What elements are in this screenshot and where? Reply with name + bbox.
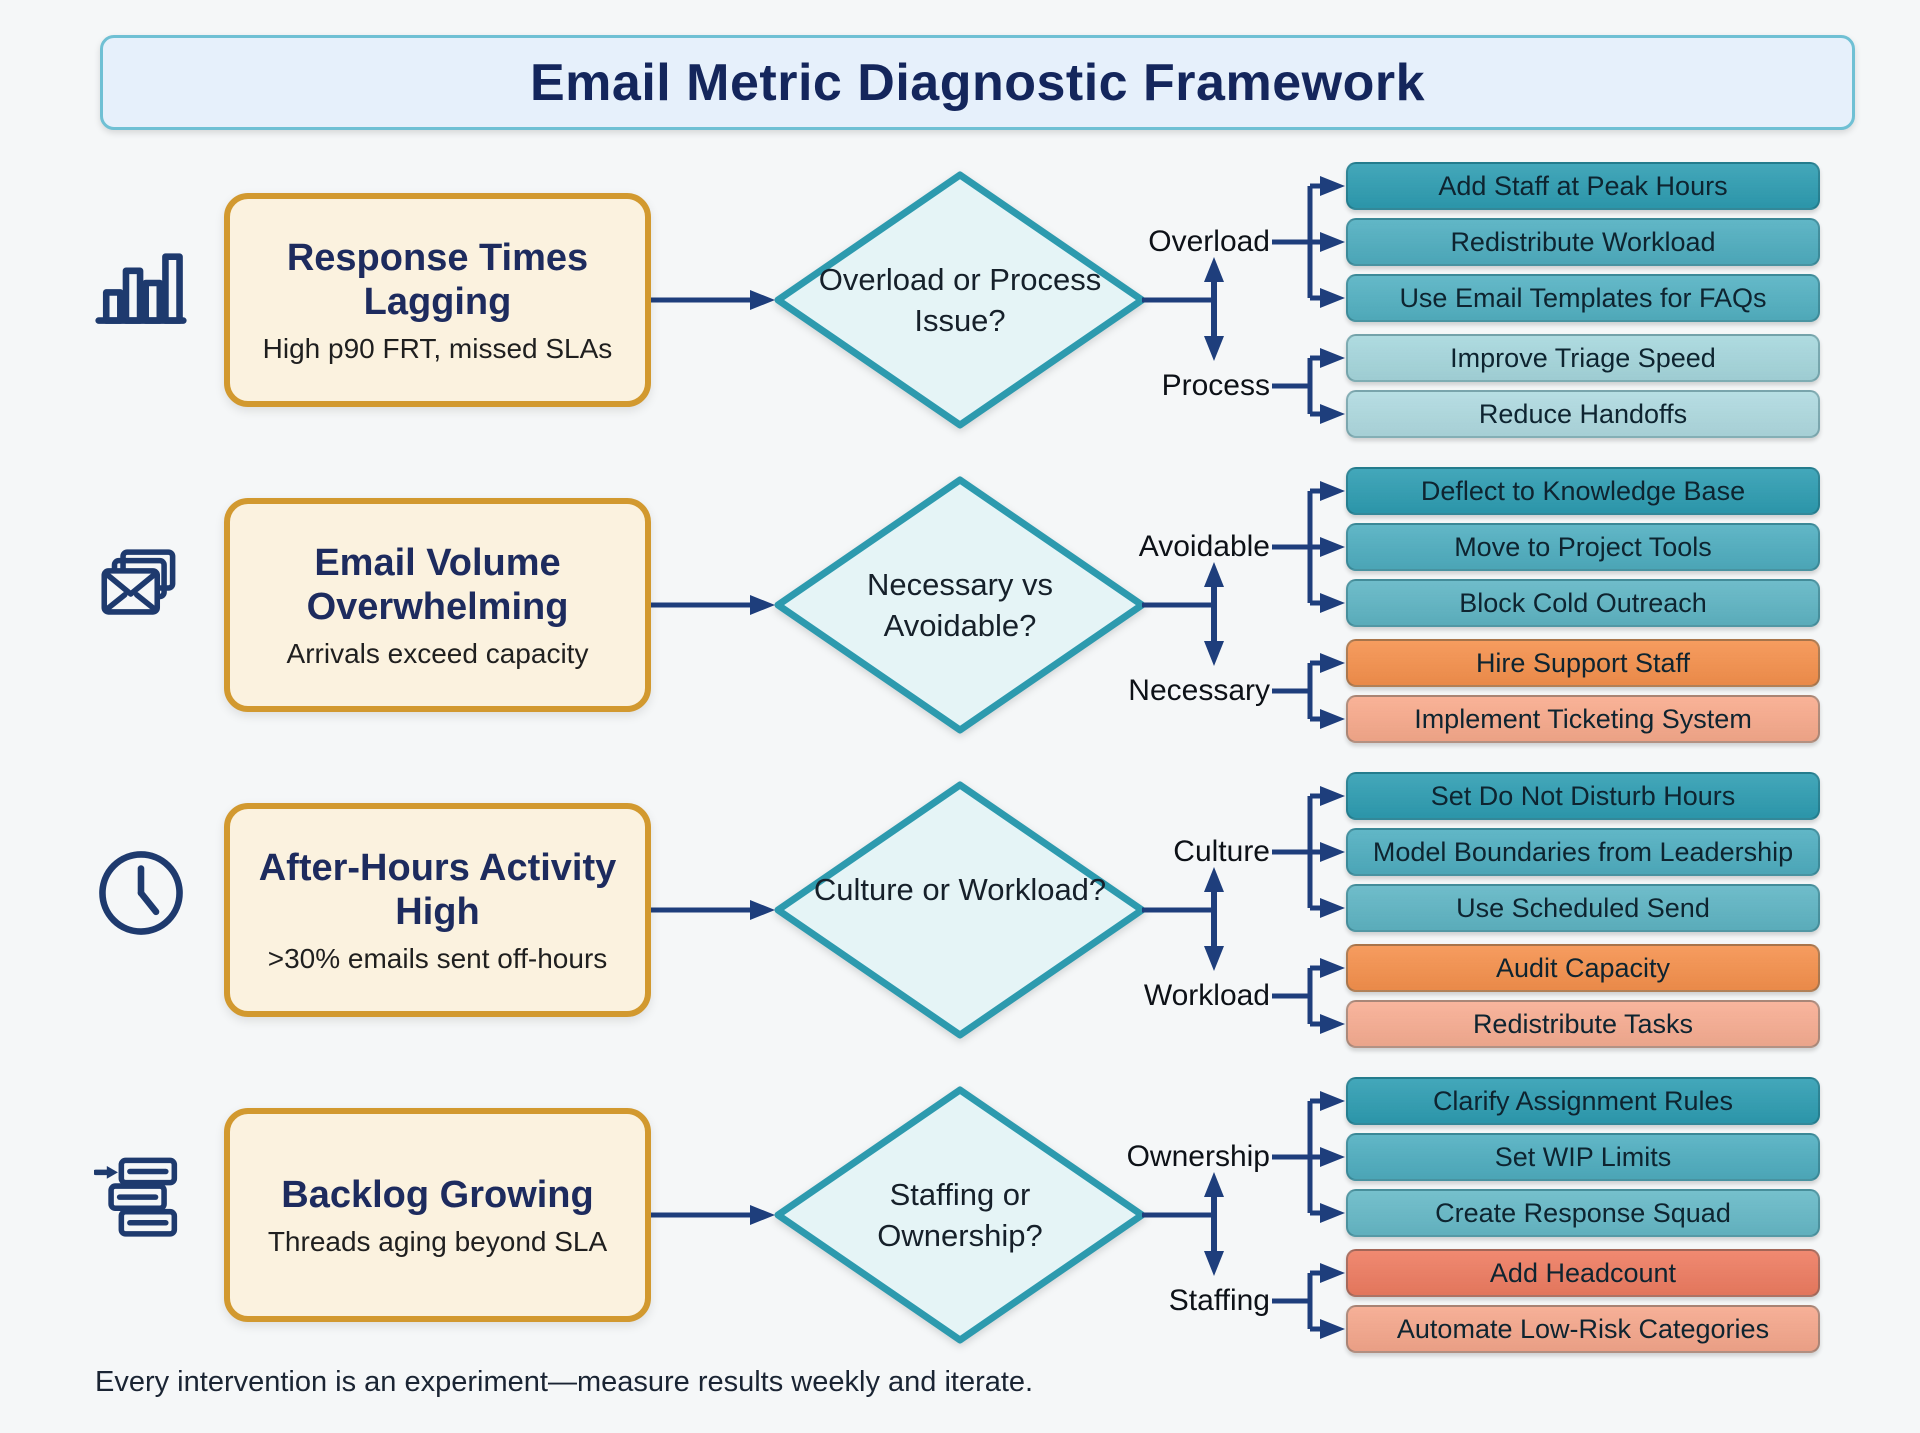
bar-chart-icon bbox=[94, 236, 188, 330]
problem-subtitle: Arrivals exceed capacity bbox=[286, 637, 589, 669]
stacked-envelopes-icon bbox=[94, 541, 188, 635]
action-box: Block Cold Outreach bbox=[1346, 579, 1820, 627]
clock-icon bbox=[94, 846, 188, 940]
branch-label-top: Overload bbox=[1148, 225, 1270, 258]
title-banner: Email Metric Diagnostic Framework bbox=[100, 35, 1855, 130]
action-box: Use Scheduled Send bbox=[1346, 884, 1820, 932]
problem-subtitle: Threads aging beyond SLA bbox=[267, 1225, 608, 1257]
action-box: Deflect to Knowledge Base bbox=[1346, 467, 1820, 515]
problem-box: Backlog Growing Threads aging beyond SLA bbox=[224, 1108, 651, 1322]
action-box: Add Staff at Peak Hours bbox=[1346, 162, 1820, 210]
action-box: Move to Project Tools bbox=[1346, 523, 1820, 571]
decision-diamond-label: Staffing or Ownership? bbox=[877, 1177, 1043, 1253]
decision-diamond-label: Necessary vs Avoidable? bbox=[866, 567, 1054, 643]
problem-title: Backlog Growing bbox=[281, 1173, 594, 1216]
problem-title: Email Volume Overwhelming bbox=[306, 541, 569, 628]
action-box: Reduce Handoffs bbox=[1346, 390, 1820, 438]
problem-box: Response Times Lagging High p90 FRT, mis… bbox=[224, 193, 651, 407]
action-box: Hire Support Staff bbox=[1346, 639, 1820, 687]
branch-label-top: Avoidable bbox=[1138, 530, 1270, 563]
branch-label-bottom: Process bbox=[1161, 369, 1270, 402]
branch-label-top: Ownership bbox=[1126, 1140, 1270, 1173]
action-box: Improve Triage Speed bbox=[1346, 334, 1820, 382]
problem-box: Email Volume Overwhelming Arrivals excee… bbox=[224, 498, 651, 712]
branch-label-bottom: Workload bbox=[1143, 979, 1270, 1012]
problem-subtitle: >30% emails sent off-hours bbox=[267, 942, 608, 974]
action-box: Use Email Templates for FAQs bbox=[1346, 274, 1820, 322]
decision-diamond-label: Overload or Process Issue? bbox=[818, 262, 1102, 338]
branch-label-top: Culture bbox=[1173, 835, 1270, 868]
problem-title: Response Times Lagging bbox=[286, 236, 589, 323]
branch-label-bottom: Necessary bbox=[1128, 674, 1270, 707]
action-box: Implement Ticketing System bbox=[1346, 695, 1820, 743]
action-box: Model Boundaries from Leadership bbox=[1346, 828, 1820, 876]
decision-diamond-label: Culture or Workload? bbox=[813, 872, 1107, 907]
backlog-queue-icon bbox=[92, 1151, 188, 1245]
page-title: Email Metric Diagnostic Framework bbox=[530, 53, 1425, 112]
action-box: Redistribute Workload bbox=[1346, 218, 1820, 266]
action-box: Automate Low-Risk Categories bbox=[1346, 1305, 1820, 1353]
problem-subtitle: High p90 FRT, missed SLAs bbox=[262, 332, 613, 364]
action-box: Set Do Not Disturb Hours bbox=[1346, 772, 1820, 820]
action-box: Audit Capacity bbox=[1346, 944, 1820, 992]
action-box: Set WIP Limits bbox=[1346, 1133, 1820, 1181]
action-box: Create Response Squad bbox=[1346, 1189, 1820, 1237]
action-box: Add Headcount bbox=[1346, 1249, 1820, 1297]
action-box: Redistribute Tasks bbox=[1346, 1000, 1820, 1048]
branch-label-bottom: Staffing bbox=[1168, 1284, 1270, 1317]
problem-box: After-Hours Activity High >30% emails se… bbox=[224, 803, 651, 1017]
action-box: Clarify Assignment Rules bbox=[1346, 1077, 1820, 1125]
footer-note: Every intervention is an experiment—meas… bbox=[95, 1366, 1034, 1398]
problem-title: After-Hours Activity High bbox=[258, 846, 617, 933]
